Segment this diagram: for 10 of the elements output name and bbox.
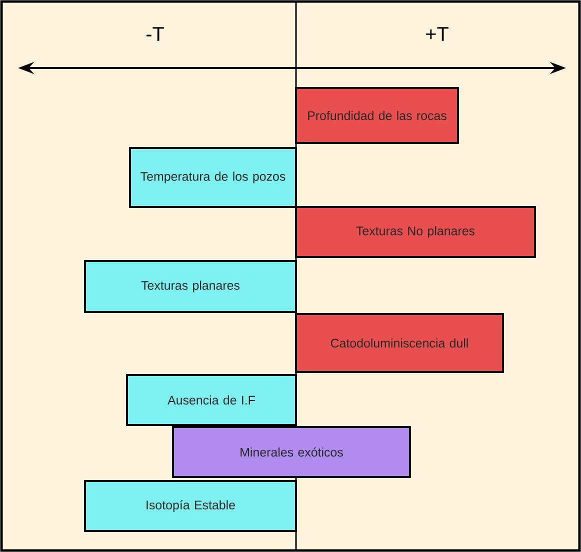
bar-box: Texturas No planares (295, 206, 536, 258)
bar-box: Minerales exóticos (172, 426, 411, 478)
axis-label: -T (146, 27, 164, 41)
axis-label: +T (426, 27, 448, 41)
bar-box: Catodoluminiscencia dull (295, 313, 504, 373)
bar-box: Profundidad de las rocas (295, 87, 459, 144)
bar-box: Temperatura de los pozos (129, 147, 297, 208)
bar-box: Isotopía Estable (84, 480, 297, 532)
bar-box: Ausencia de I.F (126, 374, 297, 426)
bar-box: Texturas planares (84, 260, 297, 313)
